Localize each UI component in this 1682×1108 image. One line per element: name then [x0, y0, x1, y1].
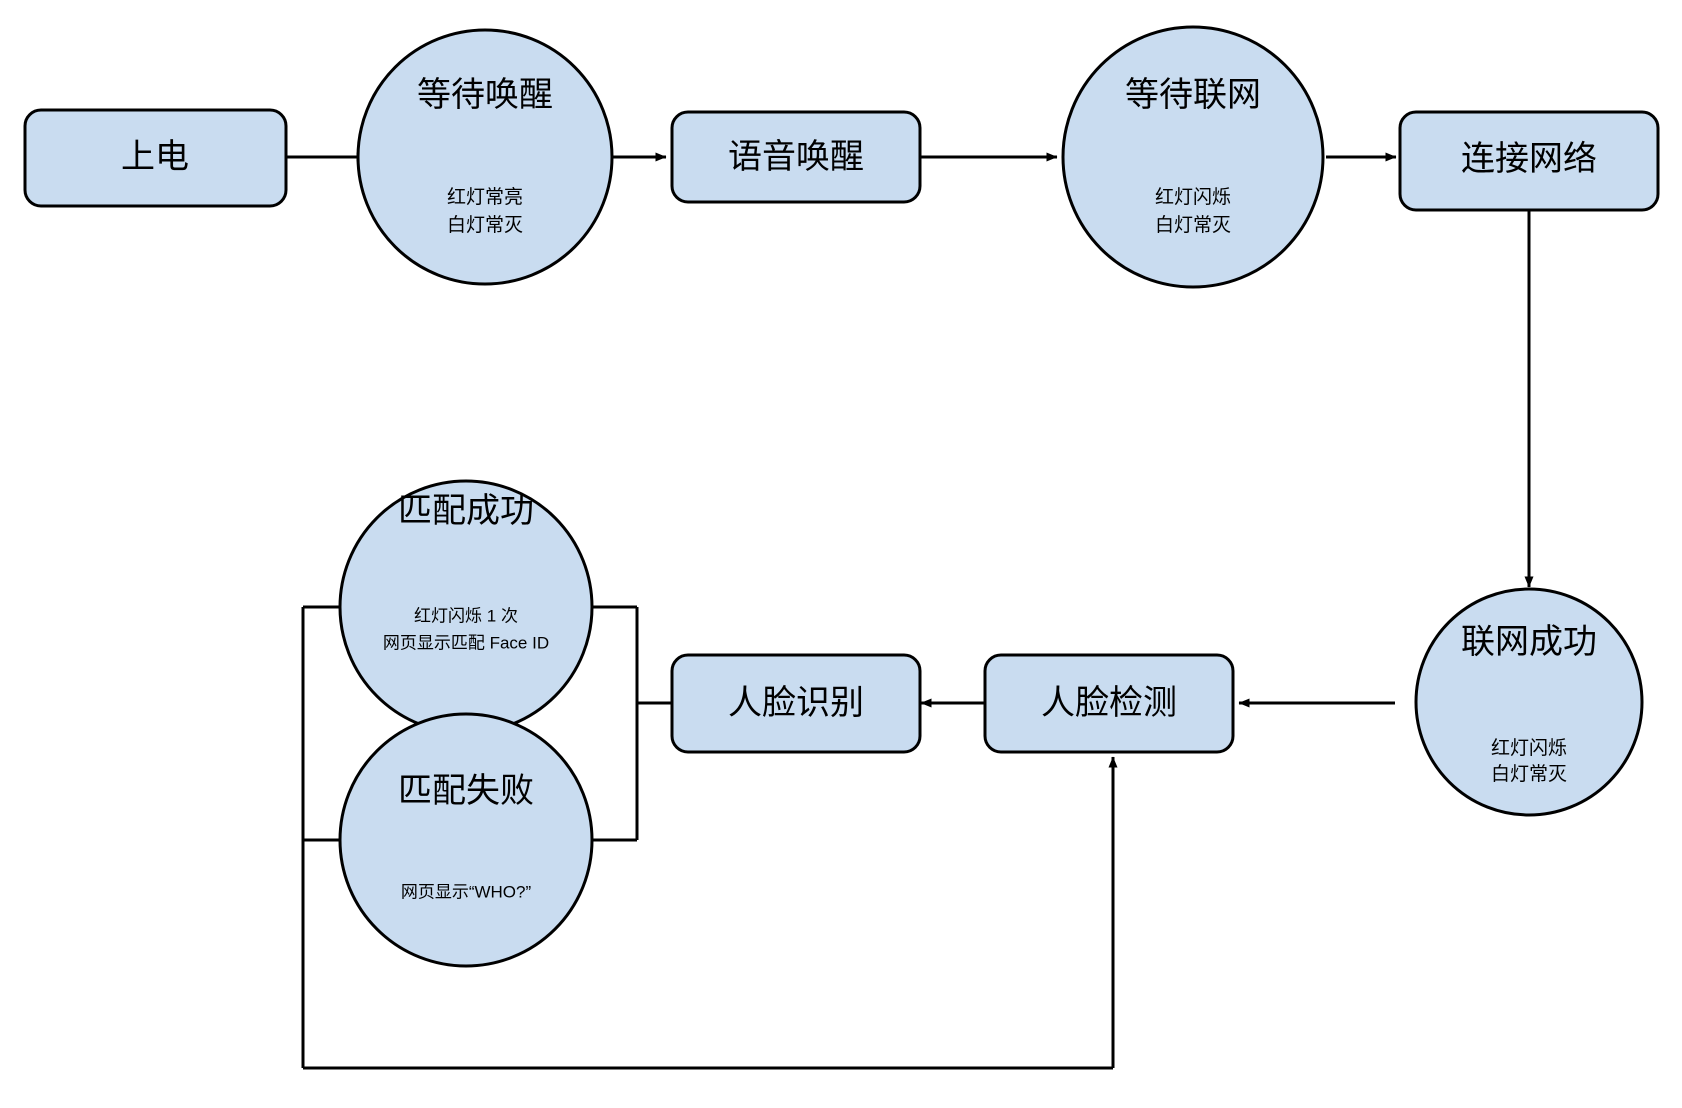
- node-match-success-sub-2: 网页显示匹配 Face ID: [383, 633, 549, 652]
- node-match-failure-label: 匹配失败: [398, 772, 534, 810]
- node-face-detection[interactable]: 人脸检测: [983, 653, 1235, 754]
- node-match-success[interactable]: 匹配成功 红灯闪烁 1 次 网页显示匹配 Face ID: [338, 479, 594, 735]
- node-match-failure-shape: [338, 712, 594, 968]
- node-network-success-label: 联网成功: [1461, 623, 1597, 661]
- node-voice-wakeup-shape: [670, 110, 922, 204]
- node-connect-network-label: 连接网络: [1461, 140, 1597, 178]
- node-waiting-network-shape: [1061, 25, 1325, 289]
- node-connect-network-shape: [1398, 110, 1660, 212]
- node-voice-wakeup[interactable]: 语音唤醒: [670, 110, 922, 204]
- node-face-recognition[interactable]: 人脸识别: [670, 653, 922, 754]
- node-waiting-wakeup-label: 等待唤醒: [417, 76, 553, 114]
- node-waiting-wakeup-sub-2: 白灯常灭: [447, 214, 523, 236]
- node-face-detection-label: 人脸检测: [1041, 684, 1177, 722]
- node-network-success-shape: [1414, 587, 1644, 817]
- node-waiting-network-sub-1: 红灯闪烁: [1155, 186, 1231, 208]
- node-network-success-sub-1: 红灯闪烁: [1491, 737, 1567, 759]
- node-network-success[interactable]: 联网成功 红灯闪烁 白灯常灭: [1414, 587, 1644, 817]
- node-power-on[interactable]: 上电: [23, 108, 288, 208]
- node-waiting-network-sub-2: 白灯常灭: [1155, 214, 1231, 236]
- node-network-success-sub-2: 白灯常灭: [1491, 763, 1567, 785]
- node-waiting-wakeup-sub-1: 红灯常亮: [447, 186, 523, 208]
- node-match-failure[interactable]: 匹配失败 网页显示“WHO?”: [338, 712, 594, 968]
- node-face-recognition-shape: [670, 653, 922, 754]
- node-face-recognition-label: 人脸识别: [728, 684, 864, 722]
- node-waiting-wakeup[interactable]: 等待唤醒 红灯常亮 白灯常灭: [356, 28, 614, 286]
- node-face-detection-shape: [983, 653, 1235, 754]
- node-match-success-label: 匹配成功: [398, 492, 534, 530]
- node-waiting-network-label: 等待联网: [1125, 76, 1261, 114]
- node-power-on-shape: [23, 108, 288, 208]
- node-waiting-network[interactable]: 等待联网 红灯闪烁 白灯常灭: [1061, 25, 1325, 289]
- node-match-success-sub-1: 红灯闪烁 1 次: [414, 606, 518, 625]
- node-connect-network[interactable]: 连接网络: [1398, 110, 1660, 212]
- node-voice-wakeup-label: 语音唤醒: [728, 138, 864, 176]
- node-waiting-wakeup-shape: [356, 28, 614, 286]
- node-match-failure-sub-1: 网页显示“WHO?”: [401, 882, 532, 901]
- node-power-on-label: 上电: [121, 138, 189, 176]
